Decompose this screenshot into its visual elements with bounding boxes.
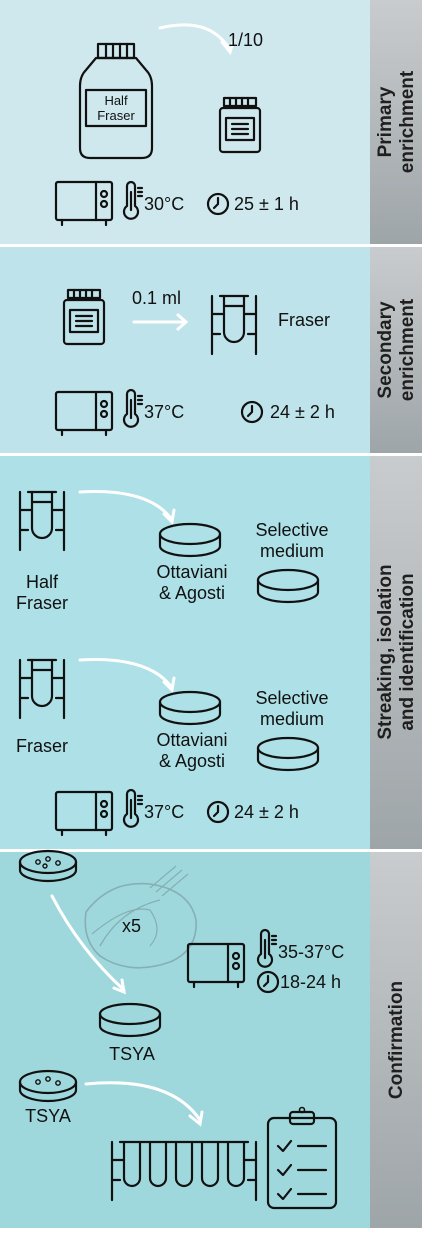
section-label-primary-1: Primary bbox=[375, 86, 396, 157]
row2-dish2-label-1: Selective bbox=[255, 688, 328, 708]
section-label-secondary-2: enrichment bbox=[397, 298, 418, 401]
secondary-tube-label: Fraser bbox=[278, 310, 330, 330]
tsya-label-2: TSYA bbox=[25, 1106, 71, 1126]
transfer-arrow bbox=[78, 658, 176, 694]
bottle-label-2: Fraser bbox=[97, 108, 135, 123]
section-label-primary-2: enrichment bbox=[397, 70, 418, 173]
section-label-secondary-1: Secondary bbox=[375, 301, 396, 399]
streak-hand-icon bbox=[84, 865, 197, 969]
row1-dish1-label-2: & Agosti bbox=[159, 583, 225, 603]
row2-dish1-label-1: Ottaviani bbox=[156, 730, 227, 750]
row1-tube-label-2: Fraser bbox=[16, 593, 68, 613]
label-bar-confirmation bbox=[370, 852, 422, 1228]
row1-dish2-label-2: medium bbox=[260, 541, 324, 561]
tsya-label: TSYA bbox=[109, 1044, 155, 1064]
secondary-time: 24 ± 2 h bbox=[270, 402, 335, 422]
panel-secondary bbox=[0, 247, 370, 453]
panel-primary bbox=[0, 0, 370, 244]
section-label-confirmation: Confirmation bbox=[386, 981, 407, 1099]
bottle-icon bbox=[78, 42, 154, 160]
row1-tube-label-1: Half bbox=[26, 572, 59, 592]
transfer-arrow bbox=[50, 894, 126, 995]
row1-dish1-label-1: Ottaviani bbox=[156, 562, 227, 582]
row2-dish1-label-2: & Agosti bbox=[159, 751, 225, 771]
secondary-temp: 37°C bbox=[144, 402, 184, 422]
colony-dish-icon bbox=[18, 849, 78, 883]
test-tube-rack-icon bbox=[110, 1140, 258, 1202]
primary-temp: 30°C bbox=[144, 194, 184, 214]
bottle-label-1: Half bbox=[104, 93, 128, 108]
transfer-arrow bbox=[78, 490, 176, 526]
section-label-streaking-1: Streaking, isolation bbox=[375, 564, 396, 739]
confirmation-temp: 35-37°C bbox=[278, 942, 344, 962]
confirmation-time: 18-24 h bbox=[280, 972, 341, 992]
volume-label: 0.1 ml bbox=[132, 288, 181, 308]
row2-dish2-label-2: medium bbox=[260, 709, 324, 729]
dilution-label: 1/10 bbox=[228, 30, 263, 50]
label-bar-primary bbox=[370, 0, 422, 244]
label-bar-secondary bbox=[370, 247, 422, 453]
clipboard-checklist-icon bbox=[266, 1106, 338, 1210]
colony-dish-icon bbox=[18, 1069, 78, 1103]
transfer-arrow bbox=[84, 1081, 204, 1127]
label-bar-streaking bbox=[370, 456, 422, 849]
repeat-label: x5 bbox=[122, 916, 141, 936]
panel-confirmation bbox=[0, 852, 370, 1228]
transfer-arrow bbox=[158, 23, 232, 52]
row2-tube-label: Fraser bbox=[16, 736, 68, 756]
primary-time: 25 ± 1 h bbox=[234, 194, 299, 214]
streaking-temp: 37°C bbox=[144, 802, 184, 822]
section-label-streaking-2: and identification bbox=[397, 573, 418, 730]
streaking-time: 24 ± 2 h bbox=[234, 802, 299, 822]
transfer-arrow bbox=[132, 313, 189, 331]
panel-streaking bbox=[0, 456, 370, 849]
row1-dish2-label-1: Selective bbox=[255, 520, 328, 540]
